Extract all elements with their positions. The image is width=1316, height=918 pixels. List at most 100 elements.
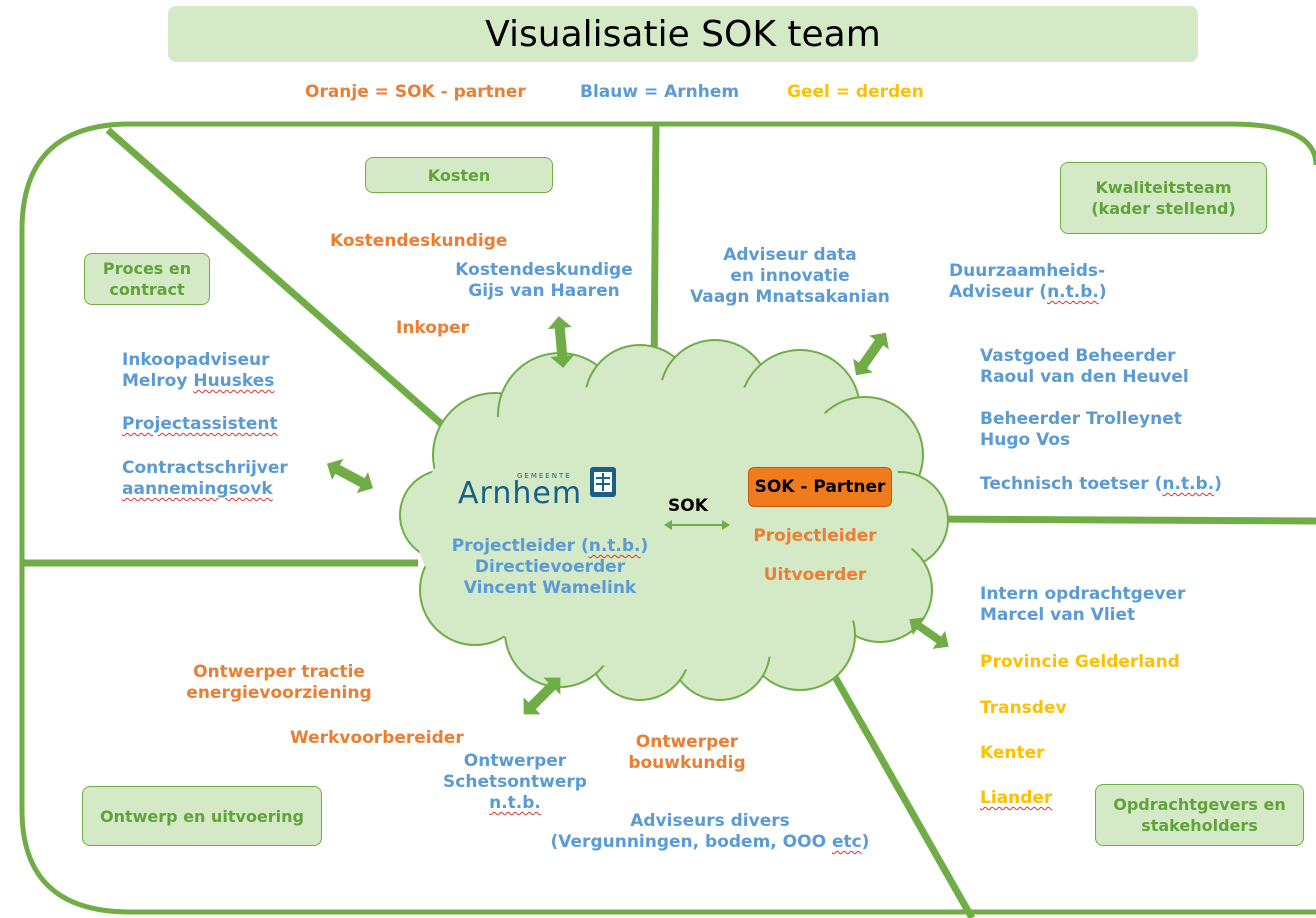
role-inkoopadviseur-title: Inkoopadviseur [122, 350, 270, 370]
double-arrow-icon [327, 458, 373, 494]
logo-gemeente-text: GEMEENTE [517, 472, 572, 480]
role-vastgoed-name: Raoul van den Heuvel [980, 367, 1189, 387]
role-vastgoed-title: Vastgoed Beheerder [980, 346, 1176, 366]
role-trolleynet: Beheerder Trolleynet Hugo Vos [980, 409, 1182, 451]
stakeholder-kenter: Kenter [980, 743, 1045, 763]
double-arrow-icon [909, 617, 949, 649]
team-cloud [399, 339, 949, 701]
divider-right [929, 515, 1316, 525]
role-kostendeskundige-name: Gijs van Haaren [468, 281, 620, 301]
role-duurzaamheid-prefix: Adviseur ( [949, 282, 1048, 302]
legend-blue: Blauw = Arnhem [580, 82, 740, 102]
role-ontwerper-tractie: Ontwerper tractie energievoorziening [176, 662, 382, 704]
role-intern-name: Marcel van Vliet [980, 605, 1136, 625]
role-schets-line2: Schetsontwerp [443, 772, 587, 792]
role-duurzaamheid-line1: Duurzaamheids- [949, 261, 1106, 281]
stakeholder-transdev: Transdev [980, 698, 1067, 718]
role-toetser-prefix: Technisch toetser ( [980, 474, 1163, 494]
divider-top-center [650, 123, 660, 373]
section-ontwerp-uitvoering: Ontwerp en uitvoering [82, 786, 322, 846]
logo-arnhem-text: Arnhem [458, 476, 583, 511]
stakeholder-provincie: Provincie Gelderland [980, 652, 1180, 672]
role-ontwerper-schets: Ontwerper Schetsontwerp n.t.b. [430, 751, 600, 814]
role-kostendeskundige-arnhem: Kostendeskundige Gijs van Haaren [446, 260, 642, 302]
role-inkoopadviseur-lastname: Huuskes [193, 371, 275, 391]
sok-partner-badge: SOK - Partner [748, 467, 892, 507]
role-contractschrijver-sub: aannemingsovk [122, 479, 273, 499]
role-schets-ntb: n.t.b. [489, 793, 541, 813]
role-projectleider-ntb: n.t.b. [588, 536, 641, 556]
cloud-arnhem-roles: Projectleider (n.t.b.) Directievoerder V… [440, 536, 660, 599]
role-schets-line1: Ontwerper [463, 751, 567, 771]
role-contractschrijver-title: Contractschrijver [122, 458, 288, 478]
section-kwaliteitsteam-line2: (kader stellend) [1091, 199, 1236, 218]
role-adviseurs-list: (Vergunningen, bodem, OOO [550, 832, 832, 852]
role-duurzaamheid-ntb: n.t.b. [1047, 282, 1099, 302]
section-ontwerp-label: Ontwerp en uitvoering [99, 806, 304, 826]
role-ontwerper-bouwkundig: Ontwerper bouwkundig [612, 732, 762, 774]
section-kosten-label: Kosten [427, 165, 491, 185]
role-duurzaamheid-suffix: ) [1098, 282, 1107, 302]
role-inkoopadviseur-firstname: Melroy [122, 371, 194, 391]
role-uitvoerder: Uitvoerder [763, 565, 867, 585]
role-adviseurs-divers: Adviseurs divers (Vergunningen, bodem, O… [530, 811, 890, 853]
role-kostendeskundige-partner: Kostendeskundige [330, 231, 508, 251]
role-projectassistent: Projectassistent [122, 414, 278, 434]
role-projectleider-prefix: Projectleider ( [451, 536, 589, 556]
role-projectleider-arnhem: Projectleider (n.t.b.) [440, 536, 660, 557]
stakeholder-liander: Liander [980, 788, 1053, 808]
role-adviseurs-etc: etc [831, 832, 862, 852]
divider-top-left [105, 127, 465, 445]
section-kwaliteitsteam-line1: Kwaliteitsteam [1095, 178, 1232, 197]
role-intern-opdrachtgever: Intern opdrachtgever Marcel van Vliet [980, 584, 1185, 626]
role-projectleider-partner: Projectleider [753, 526, 877, 546]
role-bouwkundig-line2: bouwkundig [628, 753, 746, 773]
role-toetser-ntb: n.t.b. [1162, 474, 1215, 494]
role-intern-title: Intern opdrachtgever [980, 584, 1186, 604]
role-trolleynet-title: Beheerder Trolleynet [980, 409, 1182, 429]
role-werkvoorbereider: Werkvoorbereider [290, 728, 464, 748]
role-vastgoed: Vastgoed Beheerder Raoul van den Heuvel [980, 346, 1189, 388]
section-kosten: Kosten [365, 157, 553, 193]
role-adviseur-data: Adviseur data en innovatie Vaagn Mnatsak… [682, 245, 898, 308]
role-projectleider-suffix: ) [640, 536, 649, 556]
role-adviseurs-line2: (Vergunningen, bodem, OOO etc) [530, 832, 890, 853]
role-duurzaamheid: Duurzaamheids- Adviseur (n.t.b.) [949, 261, 1107, 303]
role-adviseurs-line1: Adviseurs divers [630, 811, 790, 831]
role-inkoopadviseur: Inkoopadviseur Melroy Huuskes [122, 350, 274, 392]
section-opdrachtgevers: Opdrachtgevers en stakeholders [1095, 784, 1304, 846]
role-contractschrijver: Contractschrijver aannemingsovk [122, 458, 288, 500]
role-kostendeskundige-title: Kostendeskundige [455, 260, 633, 280]
role-toetser: Technisch toetser (n.t.b.) [980, 474, 1222, 495]
page-title: Visualisatie SOK team [168, 6, 1198, 62]
role-duurzaamheid-line2: Adviseur (n.t.b.) [949, 282, 1107, 303]
divider-bottom-right [818, 652, 976, 918]
role-adviseur-data-line1: Adviseur data [723, 245, 857, 265]
double-arrow-icon [523, 677, 561, 715]
role-directievoerder-name: Vincent Wamelink [463, 578, 637, 598]
role-trolleynet-name: Hugo Vos [980, 430, 1071, 450]
role-tractie-line1: Ontwerper tractie [193, 662, 365, 682]
section-proces-line2: contract [109, 280, 185, 299]
section-proces-line1: Proces en [102, 259, 192, 278]
double-arrow-icon [547, 316, 575, 368]
legend-yellow: Geel = derden [787, 82, 924, 102]
sok-arrow-icon [664, 520, 730, 530]
section-opdrachtgevers-line1: Opdrachtgevers en [1113, 795, 1286, 814]
section-opdrachtgevers-line2: stakeholders [1141, 816, 1258, 835]
section-kwaliteitsteam: Kwaliteitsteam (kader stellend) [1060, 162, 1267, 234]
outer-frame [19, 121, 1316, 915]
role-adviseur-data-name: Vaagn Mnatsakanian [690, 287, 890, 307]
legend-orange: Oranje = SOK - partner [305, 82, 526, 102]
sok-label: SOK [668, 496, 708, 516]
arnhem-logo-icon [590, 467, 616, 497]
double-arrow-icon [853, 332, 889, 376]
role-inkoopadviseur-name: Melroy Huuskes [122, 371, 274, 392]
role-adviseurs-close: ) [861, 832, 870, 852]
section-proces-contract: Proces en contract [84, 253, 210, 305]
role-tractie-line2: energievoorziening [186, 683, 372, 703]
role-bouwkundig-line1: Ontwerper [635, 732, 739, 752]
role-directievoerder: Directievoerder [474, 557, 626, 577]
role-inkoper: Inkoper [396, 318, 470, 338]
role-toetser-suffix: ) [1214, 474, 1222, 494]
